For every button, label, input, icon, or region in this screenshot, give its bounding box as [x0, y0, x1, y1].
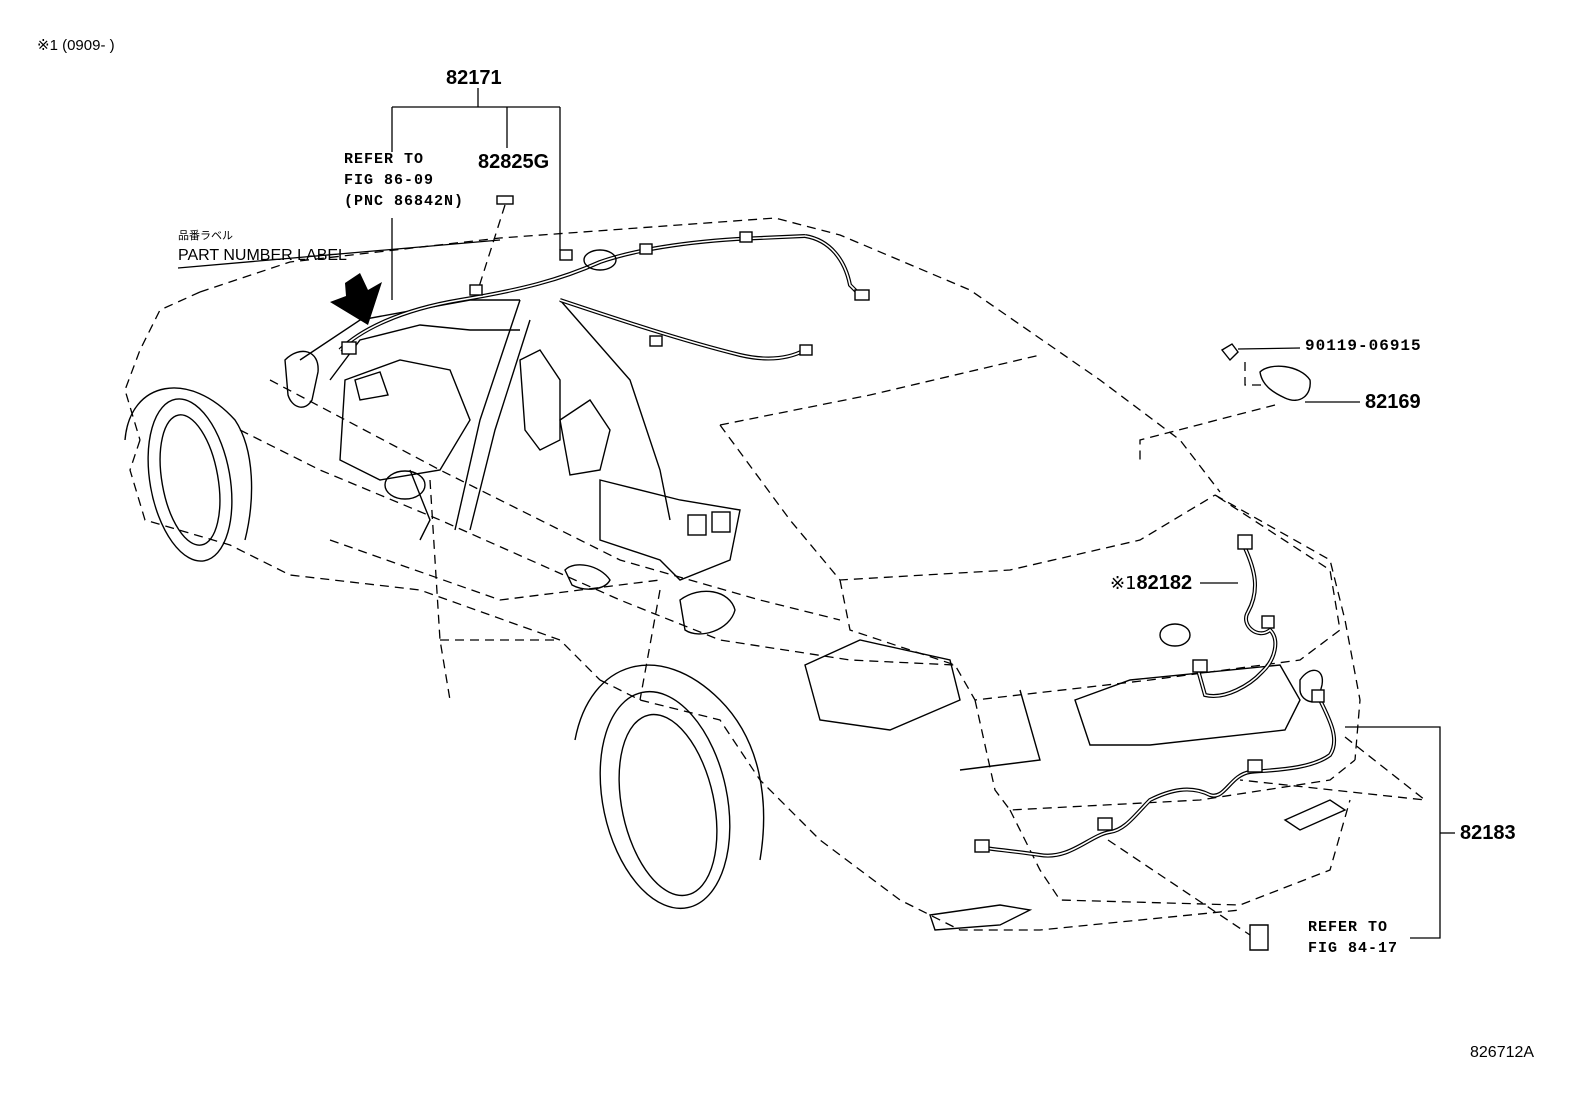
part-label-jp: 品番ラベル — [178, 229, 233, 242]
refer-rear-line2: FIG 84-17 — [1308, 940, 1399, 957]
refer-front-line1: REFER TO — [344, 151, 425, 168]
vehicle-outline — [124, 217, 1361, 931]
part-82169 — [1139, 343, 1360, 460]
part-label-en: PART NUMBER LABEL — [178, 247, 347, 264]
callout-82182-prefix: ※1 — [1110, 573, 1137, 594]
callout-82825g: 82825G — [478, 151, 550, 173]
callout-82171: 82171 — [446, 67, 502, 89]
note-text: ※1 (0909- ) — [37, 37, 115, 54]
harness-82182 — [1192, 534, 1278, 698]
figure-id: 826712A — [1470, 1044, 1535, 1061]
refer-rear-line1: REFER TO — [1308, 919, 1389, 936]
leaders-82171 — [391, 88, 561, 300]
callout-82182: ※182182 — [1110, 573, 1192, 593]
callout-82182-number: 82182 — [1136, 572, 1193, 594]
refer-front-line2: FIG 86-09 — [344, 172, 435, 189]
clip-82825g — [496, 195, 514, 205]
part-label-pointer — [177, 239, 501, 325]
callout-82183: 82183 — [1460, 822, 1516, 844]
harness-82183 — [974, 689, 1455, 951]
harness-82171 — [338, 231, 870, 361]
refer-front-line3: (PNC 86842N) — [344, 193, 465, 210]
callout-82169: 82169 — [1365, 391, 1421, 413]
vehicle-details — [124, 299, 1347, 931]
callout-90119-06915: 90119-06915 — [1305, 337, 1422, 355]
